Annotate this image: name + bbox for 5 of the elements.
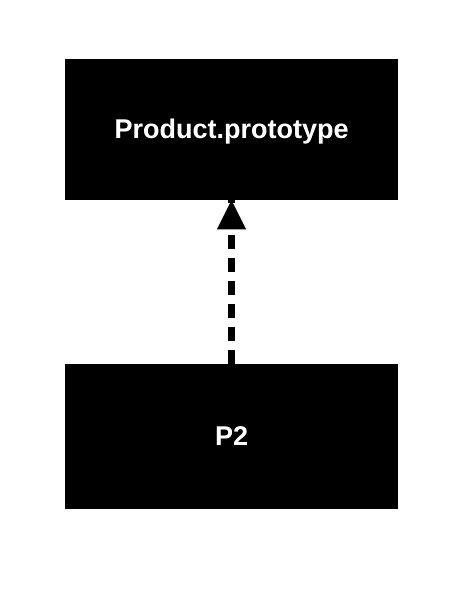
- process-box: [65, 364, 398, 509]
- dashed-arrow: [216, 200, 246, 364]
- process-box: [65, 59, 398, 200]
- box-label: Product.prototype: [114, 114, 348, 145]
- box-label: P2: [214, 421, 248, 452]
